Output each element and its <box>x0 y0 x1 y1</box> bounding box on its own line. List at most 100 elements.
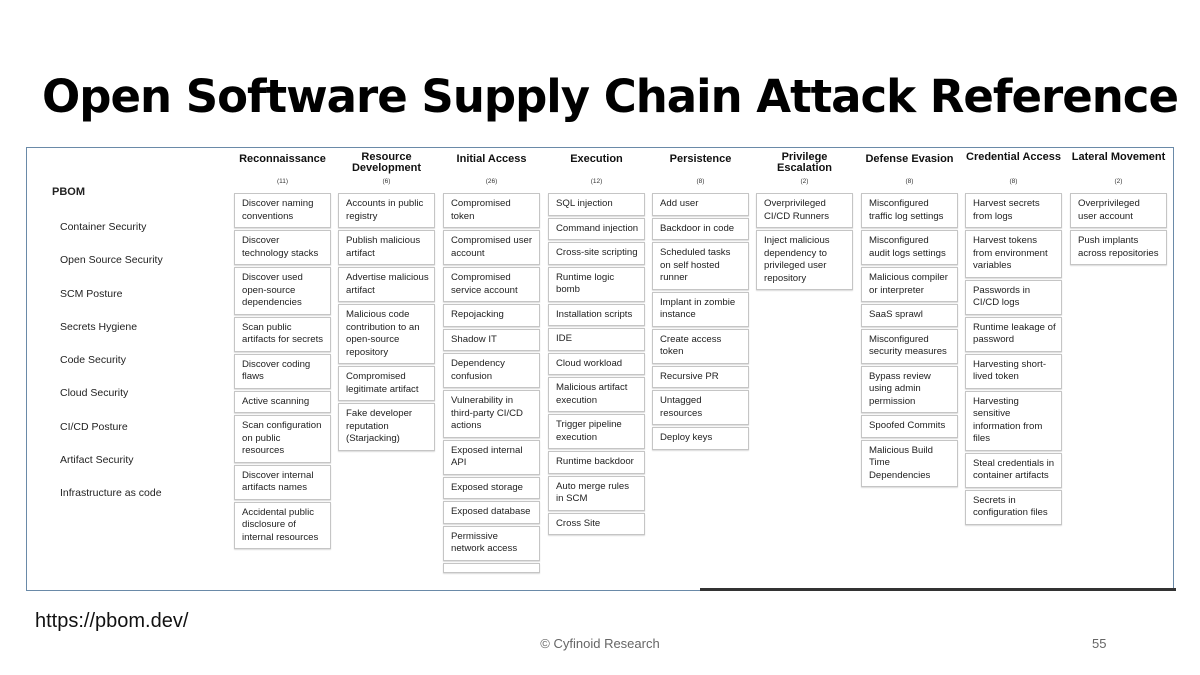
tactic-column-privilege-escalation: Privilege Escalation (2) Overprivileged … <box>756 148 853 590</box>
technique-card[interactable]: Accidental public disclosure of internal… <box>234 501 331 549</box>
technique-card[interactable]: Command injection <box>548 217 645 240</box>
technique-card[interactable]: Discover used open-source dependencies <box>234 267 331 315</box>
technique-card[interactable]: Trigger pipeline execution <box>548 414 645 449</box>
technique-card[interactable]: Installation scripts <box>548 303 645 326</box>
sidebar-item-cloud-security[interactable]: Cloud Security <box>60 387 129 399</box>
technique-card[interactable]: Push implants across repositories <box>1070 230 1167 265</box>
technique-card[interactable]: Exposed internal API <box>443 439 540 475</box>
technique-card[interactable]: Compromised legitimate artifact <box>338 366 435 401</box>
source-url[interactable]: https://pbom.dev/ <box>35 610 189 632</box>
column-title: Initial Access <box>456 153 527 165</box>
technique-card[interactable]: Overprivileged CI/CD Runners <box>756 193 853 228</box>
column-count: (11) <box>276 178 289 185</box>
technique-card[interactable]: Publish malicious artifact <box>338 230 435 265</box>
technique-card[interactable]: Bypass review using admin permission <box>861 365 958 413</box>
column-title: Persistence <box>669 153 732 165</box>
tactic-column-defense-evasion: Defense Evasion (8) Misconfigured traffi… <box>861 148 958 590</box>
column-count: (2) <box>800 178 809 185</box>
column-count: (2) <box>1114 178 1123 185</box>
technique-card[interactable]: Backdoor in code <box>652 217 749 240</box>
sidebar-item-container-security[interactable]: Container Security <box>60 221 147 233</box>
technique-card[interactable]: Overprivileged user account <box>1070 193 1167 228</box>
sidebar-item-secrets-hygiene[interactable]: Secrets Hygiene <box>60 321 138 333</box>
technique-card[interactable]: Accounts in public registry <box>338 193 435 228</box>
technique-card[interactable]: Compromised user account <box>443 230 540 265</box>
technique-card[interactable]: Exposed database <box>443 501 540 524</box>
technique-card[interactable]: Discover internal artifacts names <box>234 464 331 500</box>
sidebar-item-code-security[interactable]: Code Security <box>60 354 126 366</box>
sidebar-item-scm-posture[interactable]: SCM Posture <box>60 288 123 300</box>
sidebar-item-infrastructure-as-code[interactable]: Infrastructure as code <box>60 487 162 499</box>
technique-card[interactable]: Runtime logic bomb <box>548 266 645 302</box>
technique-card[interactable]: Runtime leakage of password <box>965 316 1062 352</box>
technique-card[interactable]: Spoofed Commits <box>861 415 958 438</box>
column-title: Resource Development <box>351 151 422 174</box>
technique-card[interactable]: Malicious Build Time Dependencies <box>861 439 958 487</box>
sidebar-item-open-source-security[interactable]: Open Source Security <box>60 254 163 266</box>
technique-card[interactable]: Active scanning <box>234 390 331 413</box>
technique-card[interactable]: Harvesting sensitive information from fi… <box>965 390 1062 451</box>
technique-card[interactable]: Auto merge rules in SCM <box>548 475 645 511</box>
technique-card[interactable]: Implant in zombie instance <box>652 291 749 327</box>
technique-card[interactable]: Recursive PR <box>652 365 749 388</box>
technique-card[interactable]: Discover naming conventions <box>234 193 331 228</box>
sidebar-item-cicd-posture[interactable]: CI/CD Posture <box>60 421 128 433</box>
technique-card[interactable]: Malicious compiler or interpreter <box>861 267 958 302</box>
technique-card[interactable]: Discover technology stacks <box>234 230 331 265</box>
technique-card[interactable]: Compromised service account <box>443 267 540 302</box>
sidebar-item-artifact-security[interactable]: Artifact Security <box>60 454 134 466</box>
tactic-column-lateral-movement: Lateral Movement (2) Overprivileged user… <box>1070 148 1167 590</box>
technique-card[interactable]: Malicious artifact execution <box>548 377 645 412</box>
technique-card[interactable]: Harvesting short-lived token <box>965 353 1062 389</box>
technique-card[interactable]: IDE <box>548 328 645 351</box>
technique-card[interactable]: Vulnerability in third-party CI/CD actio… <box>443 390 540 438</box>
technique-card[interactable]: Add user <box>652 193 749 216</box>
technique-card[interactable]: Inject malicious dependency to privilege… <box>756 230 853 290</box>
technique-card[interactable]: SQL injection <box>548 193 645 216</box>
technique-card[interactable]: Runtime backdoor <box>548 451 645 474</box>
technique-card[interactable]: Misconfigured security measures <box>861 328 958 364</box>
technique-card[interactable]: Create access token <box>652 328 749 364</box>
technique-card[interactable]: Permissive network access <box>443 525 540 561</box>
technique-card[interactable]: Compromised token <box>443 193 540 228</box>
tactic-column-resource-development: Resource Development (6) Accounts in pub… <box>338 148 435 590</box>
technique-card[interactable]: Repojacking <box>443 304 540 327</box>
column-count: (8) <box>1009 178 1018 185</box>
column-title: Credential Access <box>966 151 1061 163</box>
technique-card[interactable]: Shadow IT <box>443 328 540 351</box>
pbom-sidebar: PBOM Container Security Open Source Secu… <box>27 148 232 590</box>
sidebar-heading: PBOM <box>52 186 85 198</box>
technique-card[interactable]: Deploy keys <box>652 427 749 450</box>
technique-card[interactable]: Fake developer reputation (Starjacking) <box>338 403 435 451</box>
technique-card[interactable]: Steal credentials in container artifacts <box>965 452 1062 488</box>
frame-bottom-line <box>700 588 1176 591</box>
technique-card[interactable]: Dependency confusion <box>443 353 540 388</box>
technique-card[interactable]: SaaS sprawl <box>861 304 958 327</box>
attack-reference-matrix: PBOM Container Security Open Source Secu… <box>26 147 1174 591</box>
column-title: Defense Evasion <box>865 153 954 165</box>
technique-card[interactable]: Harvest secrets from logs <box>965 193 1062 228</box>
technique-card[interactable]: Scan public artifacts for secrets <box>234 316 331 352</box>
technique-card[interactable]: Discover coding flaws <box>234 353 331 389</box>
column-count: (12) <box>590 178 603 185</box>
technique-card[interactable]: Misconfigured traffic log settings <box>861 193 958 228</box>
technique-card[interactable]: Misconfigured audit logs settings <box>861 230 958 265</box>
technique-card[interactable]: Scheduled tasks on self hosted runner <box>652 242 749 290</box>
technique-card[interactable]: Exposed storage <box>443 476 540 499</box>
technique-card[interactable] <box>443 562 540 573</box>
technique-card[interactable]: Cloud workload <box>548 352 645 375</box>
technique-card[interactable]: Advertise malicious artifact <box>338 267 435 302</box>
technique-card[interactable]: Scan configuration on public resources <box>234 415 331 463</box>
column-title: Privilege Escalation <box>776 151 833 174</box>
technique-card[interactable]: Secrets in configuration files <box>965 489 1062 525</box>
technique-card[interactable]: Passwords in CI/CD logs <box>965 279 1062 315</box>
technique-card[interactable]: Malicious code contribution to an open-s… <box>338 304 435 364</box>
column-count: (26) <box>485 178 498 185</box>
technique-card[interactable]: Harvest tokens from environment variable… <box>965 230 1062 278</box>
technique-card[interactable]: Cross-site scripting <box>548 242 645 265</box>
technique-card[interactable]: Cross Site <box>548 512 645 535</box>
technique-card[interactable]: Untagged resources <box>652 390 749 425</box>
tactic-column-credential-access: Credential Access (8) Harvest secrets fr… <box>965 148 1062 590</box>
